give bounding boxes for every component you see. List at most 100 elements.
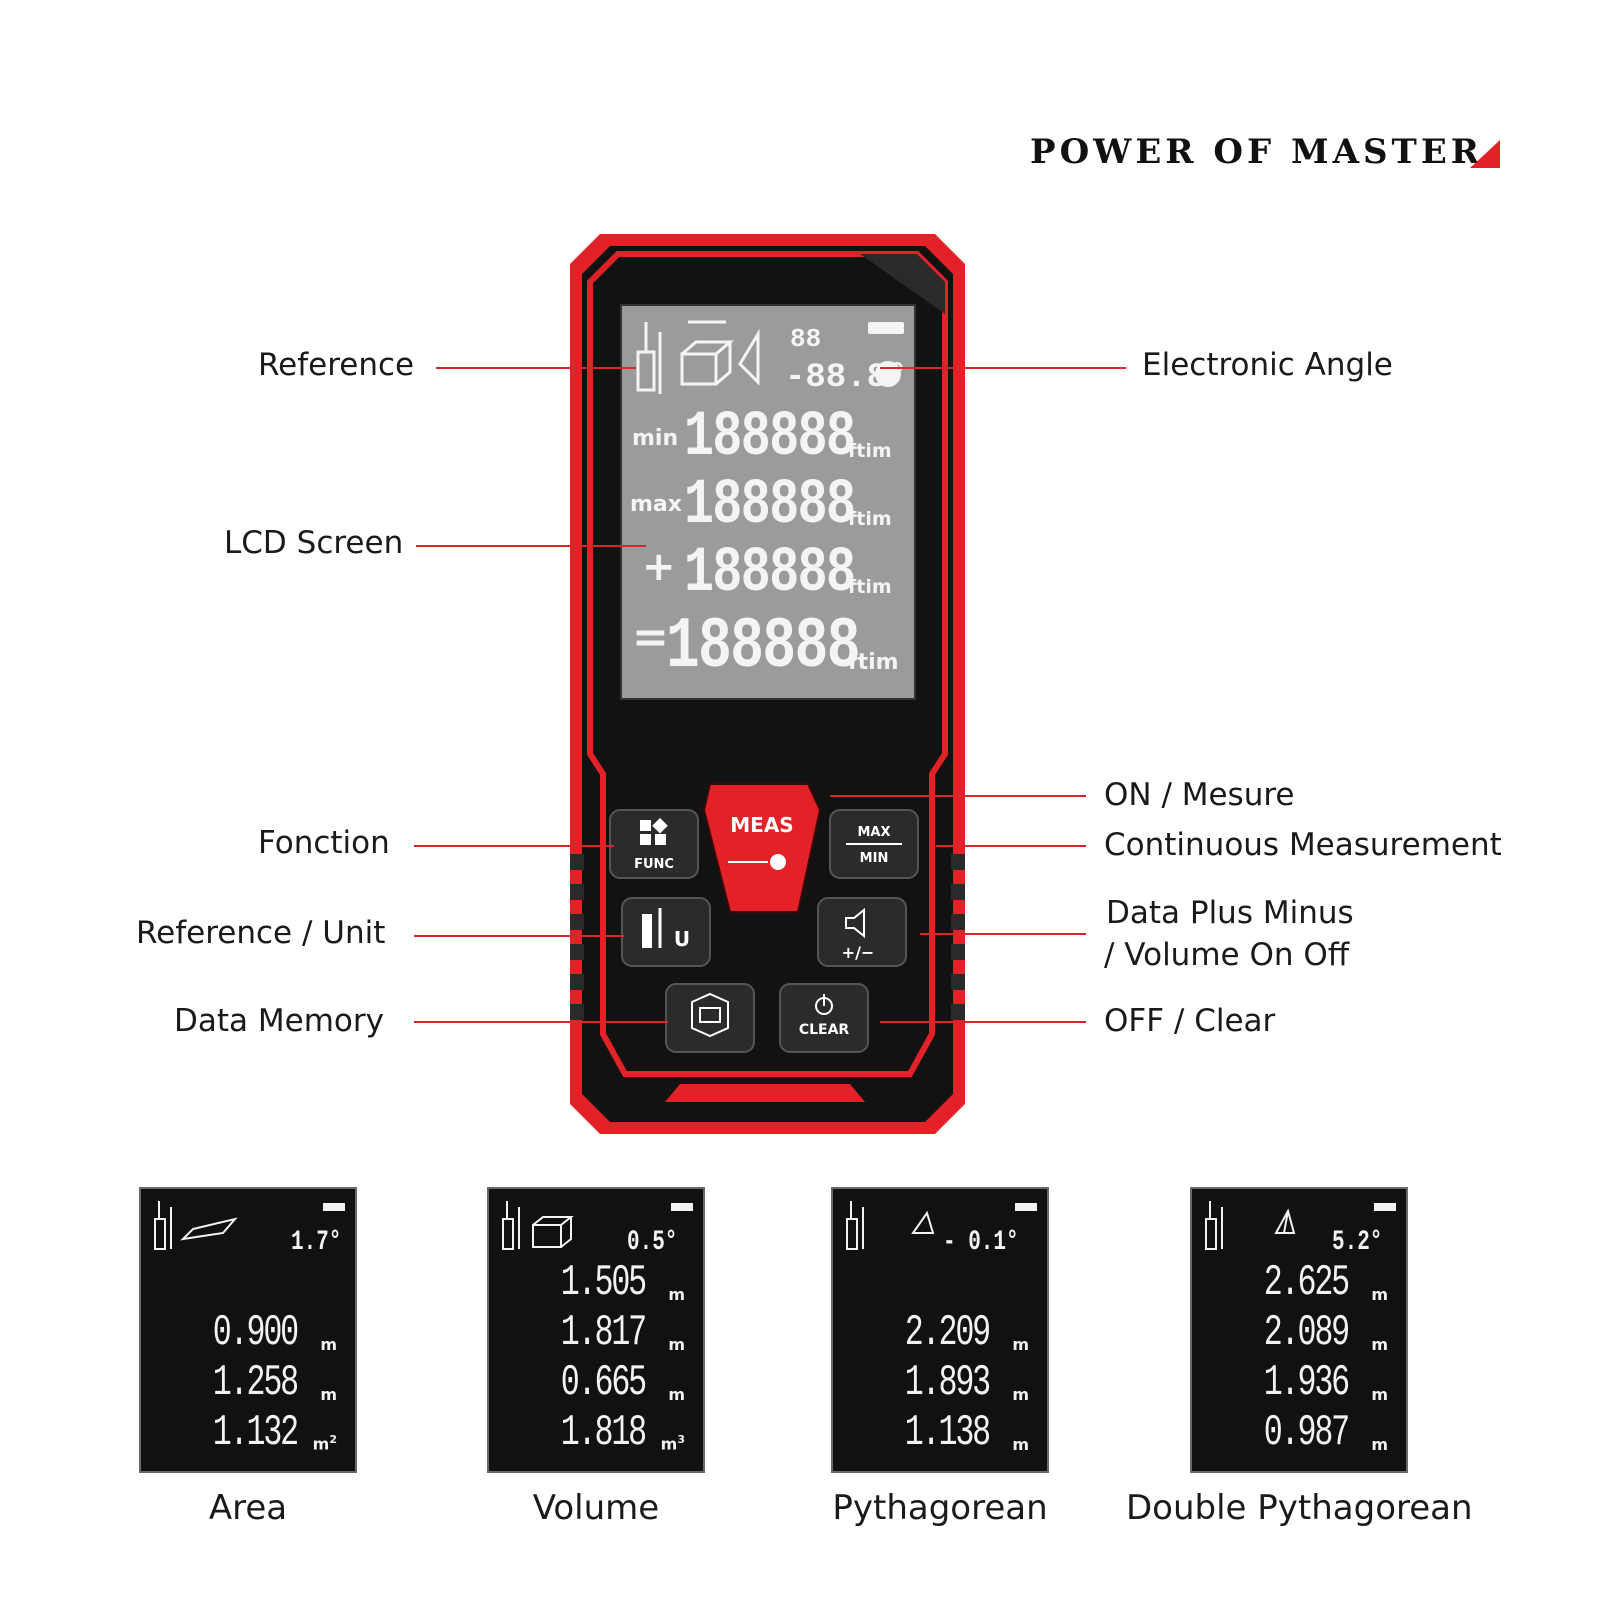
caption-pythagorean: Pythagorean bbox=[832, 1488, 1048, 1528]
lcd-row-equals: = 188888 ftim bbox=[622, 606, 914, 688]
mode-unit: m2 bbox=[312, 1433, 337, 1454]
keypad: MEAS FUNC MAX MIN U +/− bbox=[609, 783, 919, 1053]
mode-icons bbox=[1205, 1201, 1396, 1250]
leader-lcd-screen bbox=[416, 545, 646, 547]
mode-value: 1.817 bbox=[560, 1308, 647, 1358]
min-label: MIN bbox=[860, 851, 889, 866]
mode-value: 0.987 bbox=[1263, 1408, 1350, 1458]
meas-button[interactable]: MEAS bbox=[702, 783, 822, 913]
mode-screen-pythagorean: - 0.1° 2.209 m 1.893 m 1.138 m bbox=[831, 1187, 1049, 1473]
mode-unit: m bbox=[1012, 1385, 1029, 1404]
label-reference-unit: Reference / Unit bbox=[136, 915, 386, 951]
lcd-row-plus: + 188888 ftim bbox=[622, 538, 914, 610]
laser-icon bbox=[728, 854, 786, 870]
label-on-mesure: ON / Mesure bbox=[1104, 777, 1295, 813]
label-lcd-screen: LCD Screen bbox=[224, 525, 404, 561]
speaker-icon bbox=[845, 907, 865, 939]
lcd-unit: ftim bbox=[848, 576, 892, 598]
mode-value: 1.893 bbox=[904, 1358, 991, 1408]
mode-value: 1.132 bbox=[212, 1408, 299, 1458]
label-plus-minus-1: Data Plus Minus bbox=[1106, 895, 1354, 931]
label-electronic-angle: Electronic Angle bbox=[1142, 347, 1393, 383]
mode-angle: - 0.1° bbox=[943, 1227, 1019, 1258]
mode-angle: 0.5° bbox=[627, 1227, 678, 1258]
meas-label: MEAS bbox=[730, 813, 793, 837]
mode-unit: m bbox=[668, 1335, 685, 1354]
mode-value: 1.505 bbox=[560, 1258, 647, 1308]
mode-unit: m3 bbox=[660, 1433, 685, 1454]
mode-unit: m bbox=[1371, 1435, 1388, 1454]
leader-reference-unit bbox=[414, 935, 624, 937]
mode-unit: m bbox=[1012, 1335, 1029, 1354]
reference-unit-button[interactable]: U bbox=[621, 897, 711, 967]
mode-value: 2.209 bbox=[904, 1308, 991, 1358]
battery-icon bbox=[1374, 1203, 1396, 1211]
label-fonction: Fonction bbox=[258, 825, 390, 861]
mode-value: 1.258 bbox=[212, 1358, 299, 1408]
lcd-prefix: min bbox=[632, 426, 679, 451]
mode-screen-area: 1.7° 0.900 m 1.258 m 1.132 m2 bbox=[139, 1187, 357, 1473]
label-off-clear: OFF / Clear bbox=[1104, 1003, 1276, 1039]
max-label: MAX bbox=[857, 825, 890, 840]
mode-value: 1.818 bbox=[560, 1408, 647, 1458]
func-button[interactable]: FUNC bbox=[609, 809, 699, 879]
lcd-prefix: + bbox=[642, 544, 676, 590]
plus-minus-label: +/− bbox=[842, 943, 875, 962]
label-data-memory: Data Memory bbox=[174, 1003, 384, 1039]
func-label: FUNC bbox=[634, 857, 674, 872]
battery-icon bbox=[323, 1203, 345, 1211]
double-triangle-icon bbox=[1274, 1208, 1296, 1234]
lcd-unit: ftim bbox=[848, 508, 892, 530]
lcd-screen: 88 -88.8° min 188888 ftim max 188888 fti… bbox=[620, 304, 916, 700]
power-icon bbox=[815, 994, 833, 1015]
lcd-digits: 188888 bbox=[684, 538, 856, 610]
battery-icon bbox=[1015, 1203, 1037, 1211]
leader-plus-minus bbox=[920, 933, 1086, 935]
mode-unit: m bbox=[1371, 1285, 1388, 1304]
reference-icon bbox=[642, 914, 652, 948]
lcd-unit: ftim bbox=[848, 440, 892, 462]
caption-volume: Volume bbox=[532, 1488, 660, 1528]
brand-triangle-icon bbox=[1470, 140, 1500, 168]
unit-label: U bbox=[674, 927, 690, 951]
mode-unit: m bbox=[1371, 1385, 1388, 1404]
mode-unit: m bbox=[320, 1385, 337, 1404]
mode-angle: 5.2° bbox=[1332, 1227, 1383, 1258]
mode-unit: m bbox=[668, 1385, 685, 1404]
mode-screen-double-pythagorean: 5.2° 2.625 m 2.089 m 1.936 m 0.987 m bbox=[1190, 1187, 1408, 1473]
mode-unit: m bbox=[1012, 1435, 1029, 1454]
lcd-top-icons: 88 -88.8° bbox=[636, 320, 907, 397]
lcd-counter: 88 bbox=[790, 324, 821, 354]
plus-minus-volume-button[interactable]: +/− bbox=[817, 897, 907, 967]
area-parallelogram-icon bbox=[180, 1217, 238, 1241]
mode-angle: 1.7° bbox=[291, 1227, 342, 1258]
mode-value: 2.089 bbox=[1263, 1308, 1350, 1358]
mode-screen-volume: 0.5° 1.505 m 1.817 m 0.665 m 1.818 m3 bbox=[487, 1187, 705, 1473]
leader-continuous bbox=[936, 845, 1086, 847]
data-memory-button[interactable] bbox=[665, 983, 755, 1053]
lcd-unit: ftim bbox=[848, 650, 899, 675]
lcd-prefix: = bbox=[632, 612, 669, 663]
mode-value: 0.665 bbox=[560, 1358, 647, 1408]
memory-disk-icon bbox=[691, 992, 729, 1038]
label-plus-minus-2: / Volume On Off bbox=[1104, 937, 1350, 973]
max-min-button[interactable]: MAX MIN bbox=[829, 809, 919, 879]
volume-cube-icon bbox=[532, 1216, 574, 1248]
lcd-angle: -88.8° bbox=[785, 359, 907, 397]
caption-double-pythagorean: Double Pythagorean bbox=[1126, 1488, 1473, 1528]
mode-icons bbox=[502, 1201, 693, 1250]
battery-icon bbox=[671, 1203, 693, 1211]
caption-area: Area bbox=[208, 1488, 288, 1528]
leader-on-mesure bbox=[830, 795, 1086, 797]
leader-electronic-angle bbox=[880, 367, 1126, 369]
mode-value: 1.936 bbox=[1263, 1358, 1350, 1408]
mode-unit: m bbox=[1371, 1335, 1388, 1354]
leader-off-clear bbox=[880, 1021, 1086, 1023]
lcd-row-min: min 188888 ftim bbox=[622, 402, 914, 474]
clear-button[interactable]: CLEAR bbox=[779, 983, 869, 1053]
mode-unit: m bbox=[668, 1285, 685, 1304]
leader-fonction bbox=[414, 845, 614, 847]
label-continuous: Continuous Measurement bbox=[1104, 827, 1502, 863]
leader-data-memory bbox=[414, 1021, 668, 1023]
lcd-digits: 188888 bbox=[684, 470, 856, 542]
